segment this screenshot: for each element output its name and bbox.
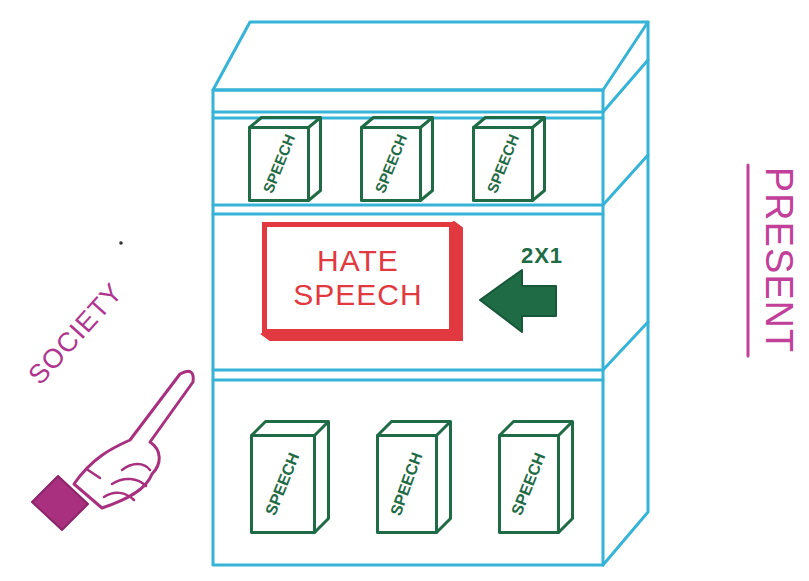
pointing-hand — [32, 371, 193, 530]
box-front — [500, 436, 559, 533]
box-side — [533, 118, 545, 201]
box-frame — [474, 118, 545, 201]
shelf-board — [213, 369, 603, 372]
speech-box: SPEECH — [498, 434, 560, 534]
shelf-top — [213, 22, 648, 90]
box-front — [250, 128, 309, 201]
underline — [747, 165, 750, 356]
hand-wrist-line — [88, 470, 100, 478]
box-side — [421, 118, 433, 201]
offer-label-holder: 2X1 — [521, 243, 563, 269]
box-front — [252, 436, 315, 533]
box-side — [559, 422, 573, 533]
shelf-unit — [213, 22, 648, 565]
box-top — [252, 422, 329, 436]
box-frame — [378, 422, 451, 533]
present-label-holder: PRESENT — [757, 167, 800, 353]
speech-box: SPEECH — [250, 434, 316, 534]
speech-box: SPEECH — [360, 126, 422, 202]
present-label: PRESENT — [757, 167, 800, 353]
hate-speech-box: HATE SPEECH — [262, 222, 454, 334]
shelf-front — [213, 90, 603, 565]
box-title: HATE SPEECH — [278, 244, 438, 313]
offer-arrow — [480, 270, 556, 332]
speech-box: SPEECH — [248, 126, 310, 202]
box-front — [378, 436, 437, 533]
ink-dot — [119, 241, 123, 245]
box-frame — [252, 422, 329, 533]
shelf-board — [603, 155, 648, 205]
speech-box: SPEECH — [376, 434, 438, 534]
shelf-board — [213, 111, 603, 114]
box-top — [500, 422, 573, 436]
offer-label: 2X1 — [521, 243, 563, 269]
box-side — [309, 118, 321, 201]
speech-box: SPEECH — [472, 126, 534, 202]
shelf-board — [603, 60, 648, 112]
box-front — [265, 225, 452, 332]
box-frame — [500, 422, 573, 533]
box-frame — [250, 118, 321, 201]
shelf-board — [213, 204, 603, 207]
box-front — [474, 128, 533, 201]
box-side — [437, 422, 451, 533]
box-front — [362, 128, 421, 201]
box-shadow — [262, 222, 462, 340]
box-frame — [362, 118, 433, 201]
shelf-board — [213, 213, 603, 216]
society-label: SOCIETY — [22, 277, 129, 391]
box-side — [315, 422, 329, 533]
shelf-board — [213, 379, 603, 382]
hand-fingers — [104, 464, 150, 500]
shelf-board — [603, 322, 648, 370]
shelf-side — [603, 22, 648, 565]
society-label-holder: SOCIETY — [22, 277, 129, 391]
box-top — [378, 422, 451, 436]
hand-outline — [74, 371, 193, 508]
